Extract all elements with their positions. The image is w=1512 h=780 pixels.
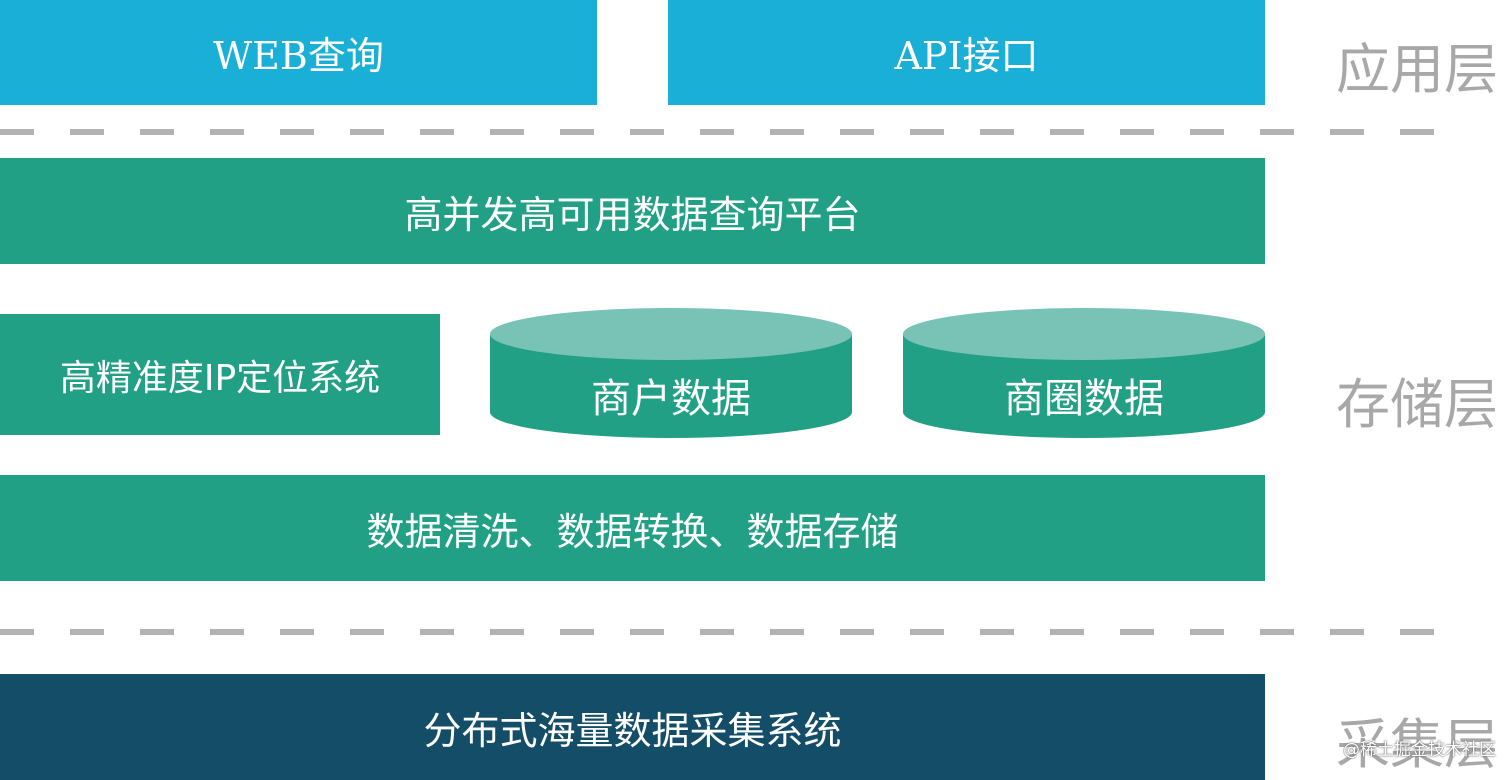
collection-layer-label: 采集层 bbox=[1336, 713, 1498, 776]
ip-location-system-label: 高精准度IP定位系统 bbox=[59, 357, 381, 399]
data-processing-box: 数据清洗、数据转换、数据存储 bbox=[0, 475, 1265, 581]
merchant-data-cylinder-shape bbox=[490, 308, 852, 438]
collection-system-box: 分布式海量数据采集系统 bbox=[0, 674, 1265, 780]
dashed-divider-top bbox=[0, 129, 1470, 135]
merchant-data-cylinder: 商户数据 bbox=[490, 308, 852, 440]
query-platform-box: 高并发高可用数据查询平台 bbox=[0, 158, 1265, 264]
application-layer-label: 应用层 bbox=[1336, 38, 1498, 101]
business-district-data-label: 商圈数据 bbox=[1004, 376, 1164, 422]
dashed-divider-bottom bbox=[0, 629, 1470, 635]
collection-system-label: 分布式海量数据采集系统 bbox=[423, 708, 842, 753]
ip-location-system-box: 高精准度IP定位系统 bbox=[0, 314, 440, 435]
watermark: @稀土掘金技术社区 bbox=[1343, 740, 1496, 760]
api-interface-box: API接口 bbox=[668, 0, 1265, 105]
api-interface-label: API接口 bbox=[894, 34, 1039, 78]
business-district-data-cylinder-shape bbox=[903, 308, 1265, 438]
business-district-data-cylinder: 商圈数据 bbox=[903, 308, 1265, 440]
web-query-box: WEB查询 bbox=[0, 0, 597, 105]
merchant-data-label: 商户数据 bbox=[591, 376, 751, 422]
data-processing-label: 数据清洗、数据转换、数据存储 bbox=[366, 509, 899, 554]
storage-layer-label: 存储层 bbox=[1336, 373, 1498, 436]
web-query-label: WEB查询 bbox=[213, 34, 384, 78]
query-platform-label: 高并发高可用数据查询平台 bbox=[404, 192, 861, 237]
